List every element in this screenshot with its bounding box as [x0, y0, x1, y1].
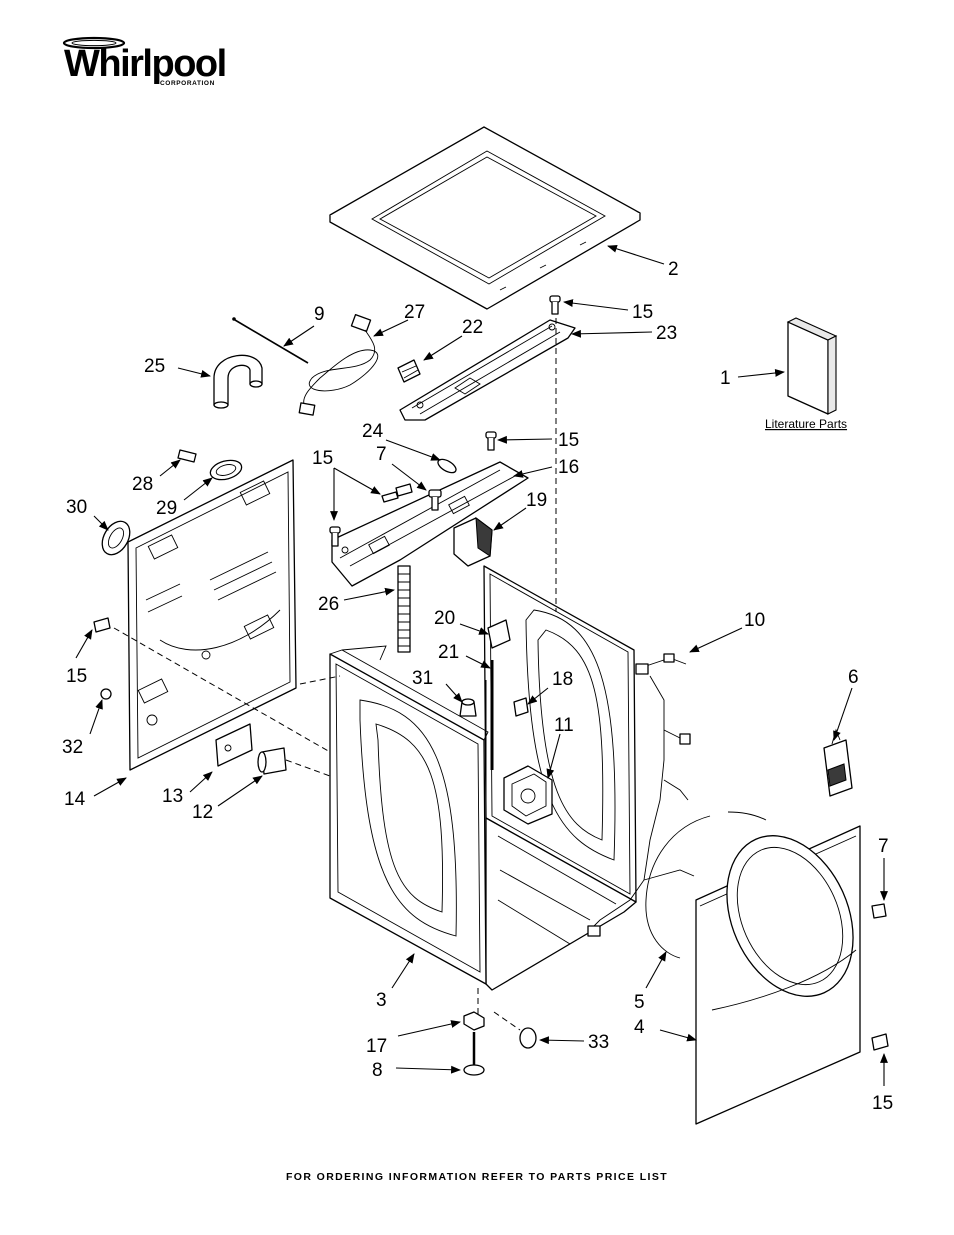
part-valve-12	[257, 747, 287, 775]
callout-11: 11	[554, 715, 574, 736]
callout-19: 19	[526, 490, 547, 511]
part-screw-32	[100, 688, 112, 700]
part-inner-bracket	[485, 619, 511, 810]
part-gasket-30	[101, 520, 131, 556]
screw-15-front	[871, 1033, 889, 1051]
callout-6: 6	[848, 667, 859, 688]
callout-27: 27	[404, 302, 425, 323]
callout-20: 20	[434, 608, 455, 629]
part-bracket-13	[215, 723, 253, 767]
callout-7: 7	[878, 836, 889, 857]
callout-23: 23	[656, 323, 677, 344]
callout-labels: 2 15 23 9 27 22 1 25 24 15 15 7 16 28 29…	[62, 259, 893, 1114]
callout-21: 21	[438, 642, 459, 663]
callout-31: 31	[412, 668, 433, 689]
callout-14: 14	[64, 789, 86, 810]
callout-2: 2	[668, 259, 679, 280]
part-wire-harness	[587, 653, 695, 937]
logo-tagline: CORPORATION	[160, 80, 215, 87]
callout-4: 4	[634, 1017, 645, 1038]
screw-15-rear	[93, 617, 111, 633]
part-power-cord	[298, 313, 379, 416]
callout-13: 13	[162, 786, 183, 807]
callout-15: 15	[66, 666, 87, 687]
part-front-panel	[695, 825, 861, 1125]
callout-22: 22	[462, 317, 483, 338]
callout-24: 24	[362, 421, 384, 442]
ordering-info-footer: FOR ORDERING INFORMATION REFER TO PARTS …	[286, 1171, 668, 1183]
part-plug-33	[519, 1027, 537, 1049]
leader-lines	[75, 244, 888, 1086]
callout-30: 30	[66, 497, 87, 518]
part-door-switch	[823, 728, 853, 797]
callout-7: 7	[376, 444, 387, 465]
callout-5: 5	[634, 992, 645, 1013]
callout-32: 32	[62, 737, 83, 758]
callout-8: 8	[372, 1060, 383, 1081]
logo-brand: Whirlpool	[64, 43, 226, 85]
callout-12: 12	[192, 802, 213, 823]
part-clamp-29	[209, 459, 243, 481]
part-connector	[397, 359, 421, 383]
callout-28: 28	[132, 474, 153, 495]
callout-25: 25	[144, 356, 165, 377]
part-literature	[786, 317, 838, 415]
callout-3: 3	[376, 990, 387, 1011]
screw-15-top	[549, 295, 561, 315]
whirlpool-logo: Whirlpool CORPORATION	[62, 36, 227, 87]
callout-33: 33	[588, 1032, 609, 1053]
callout-18: 18	[552, 669, 573, 690]
callout-9: 9	[314, 304, 325, 325]
callout-15: 15	[872, 1093, 893, 1114]
part-nut-17	[463, 1011, 485, 1031]
logo-swirl-icon	[62, 36, 126, 50]
callout-17: 17	[366, 1036, 387, 1057]
part-control-bracket	[331, 461, 529, 587]
part-module	[453, 516, 493, 567]
part-screw-28	[177, 449, 197, 463]
callout-16: 16	[558, 457, 579, 478]
part-hose-elbow	[213, 354, 263, 409]
callout-29: 29	[156, 498, 177, 519]
part-drain-hose	[397, 565, 411, 653]
callout-26: 26	[318, 594, 339, 615]
callout-15: 15	[632, 302, 653, 323]
callout-1: 1	[720, 368, 731, 389]
part-leg-8	[463, 1032, 485, 1076]
assembly-lines	[113, 318, 557, 1031]
part-bellow-wire	[645, 811, 767, 959]
part-rod	[232, 317, 309, 364]
callout-10: 10	[744, 610, 765, 631]
callout-15: 15	[558, 430, 579, 451]
part-top-panel	[329, 126, 641, 310]
part-top-brace	[399, 319, 576, 421]
screw-7-front	[871, 903, 887, 919]
part-clip-18	[513, 697, 529, 717]
literature-parts-label: Literature Parts	[765, 417, 847, 431]
screws-group	[329, 431, 497, 547]
callout-15: 15	[312, 448, 333, 469]
part-rear-panel	[127, 459, 297, 771]
part-ring	[437, 458, 457, 474]
part-pump-11	[503, 765, 553, 825]
part-plug-31	[459, 698, 477, 717]
